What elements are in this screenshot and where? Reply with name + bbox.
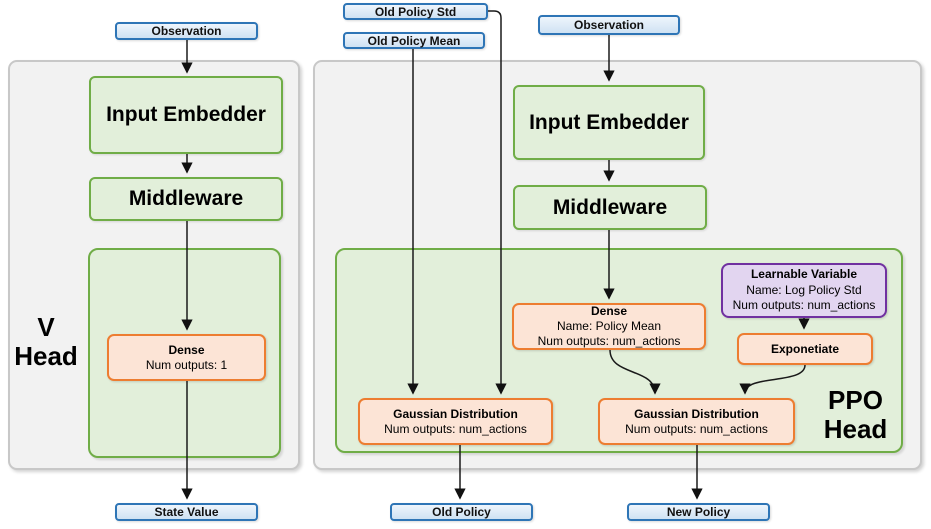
node-label: New Policy: [666, 505, 731, 519]
node-label: Input Embedder: [106, 103, 266, 126]
node-title: Gaussian Distribution: [393, 406, 518, 421]
node-label: Old Policy Mean: [367, 33, 461, 48]
v-head-label-line1: V: [37, 312, 55, 342]
node-middleware-right: Middleware: [513, 185, 707, 230]
node-detail: Name: Log Policy Std: [746, 282, 862, 297]
node-old-policy-mean: Old Policy Mean: [343, 32, 485, 49]
node-label: Input Embedder: [529, 110, 689, 134]
node-title: Dense: [168, 342, 205, 357]
node-label: Middleware: [552, 195, 668, 219]
node-gaussian-distribution-new: Gaussian Distribution Num outputs: num_a…: [598, 398, 795, 445]
node-learnable-variable: Learnable Variable Name: Log Policy Std …: [721, 263, 887, 318]
node-gaussian-distribution-old: Gaussian Distribution Num outputs: num_a…: [358, 398, 553, 445]
node-dense-v: Dense Num outputs: 1: [107, 334, 266, 381]
node-observation-left: Observation: [115, 22, 258, 40]
node-detail: Num outputs: num_actions: [384, 421, 527, 436]
node-title: Dense: [590, 304, 628, 318]
node-state-value: State Value: [115, 503, 258, 521]
node-dense-policy-mean: Dense Name: Policy Mean Num outputs: num…: [512, 303, 706, 350]
node-label: Observation: [151, 24, 222, 38]
ppo-head-label-line2: Head: [823, 413, 888, 444]
node-observation-right: Observation: [538, 15, 680, 35]
node-exponetiate: Exponetiate: [737, 333, 873, 365]
node-detail: Num outputs: num_actions: [732, 298, 876, 313]
node-detail: Name: Policy Mean: [556, 319, 662, 333]
node-title: Exponetiate: [770, 341, 839, 356]
node-old-policy-std: Old Policy Std: [343, 3, 488, 20]
ppo-head-label-line1: PPO: [828, 385, 883, 415]
node-old-policy: Old Policy: [390, 503, 533, 521]
node-middleware-left: Middleware: [89, 177, 283, 221]
node-input-embedder-right: Input Embedder: [513, 85, 705, 160]
node-detail: Num outputs: 1: [145, 357, 228, 372]
node-label: Old Policy: [432, 505, 491, 519]
node-label: Observation: [573, 18, 645, 32]
node-detail: Num outputs: num_actions: [537, 334, 681, 348]
node-new-policy: New Policy: [627, 503, 770, 521]
node-label: Old Policy Std: [374, 4, 457, 19]
node-label: Middleware: [128, 187, 244, 210]
node-input-embedder-left: Input Embedder: [89, 76, 283, 154]
node-detail: Num outputs: num_actions: [625, 421, 768, 436]
ppo-head-label: PPO Head: [808, 386, 903, 443]
v-head-label: V Head: [11, 313, 81, 370]
node-title: Learnable Variable: [750, 267, 858, 282]
node-label: State Value: [154, 505, 219, 519]
node-title: Gaussian Distribution: [634, 406, 759, 421]
v-head-label-line2: Head: [14, 340, 78, 371]
